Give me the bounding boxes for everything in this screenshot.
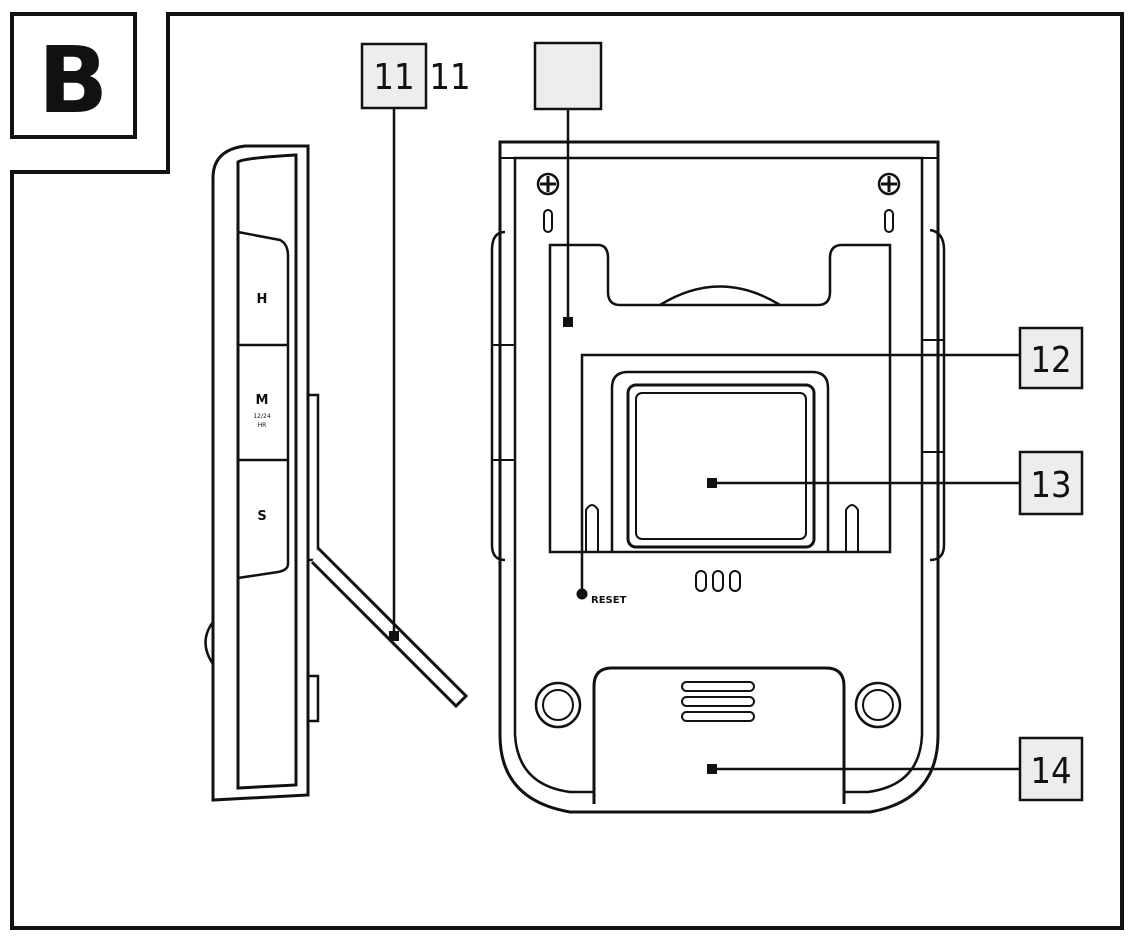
side-button-m-sublabel-2: HR bbox=[258, 422, 267, 429]
stand-leg bbox=[310, 546, 469, 709]
callout-11-extra-number: 11 bbox=[429, 57, 470, 98]
callout-13-number: 13 bbox=[1030, 465, 1071, 506]
outer-frame bbox=[10, 12, 1124, 930]
callout-12: 12 bbox=[580, 326, 1084, 590]
figure-letter: B bbox=[38, 27, 108, 134]
device-back-view bbox=[490, 140, 946, 814]
callout-14: 14 bbox=[707, 736, 1084, 802]
side-button-m-sublabel-1: 12/24 bbox=[253, 413, 270, 420]
callout-unlabeled bbox=[533, 41, 603, 327]
reset-label: RESET bbox=[591, 595, 627, 606]
device-side-view bbox=[204, 144, 469, 802]
callout-11: 11 11 bbox=[360, 42, 471, 641]
callout-11-number: 11 bbox=[373, 57, 414, 98]
callout-13: 13 bbox=[707, 450, 1084, 516]
callout-14-number: 14 bbox=[1030, 751, 1071, 792]
side-button-s-label: S bbox=[257, 509, 266, 524]
side-button-m-label: M bbox=[256, 393, 269, 408]
side-button-h-label: H bbox=[257, 292, 268, 307]
callout-12-number: 12 bbox=[1030, 340, 1071, 381]
battery-cover bbox=[592, 666, 846, 804]
figure-letter-box: B bbox=[10, 12, 137, 139]
